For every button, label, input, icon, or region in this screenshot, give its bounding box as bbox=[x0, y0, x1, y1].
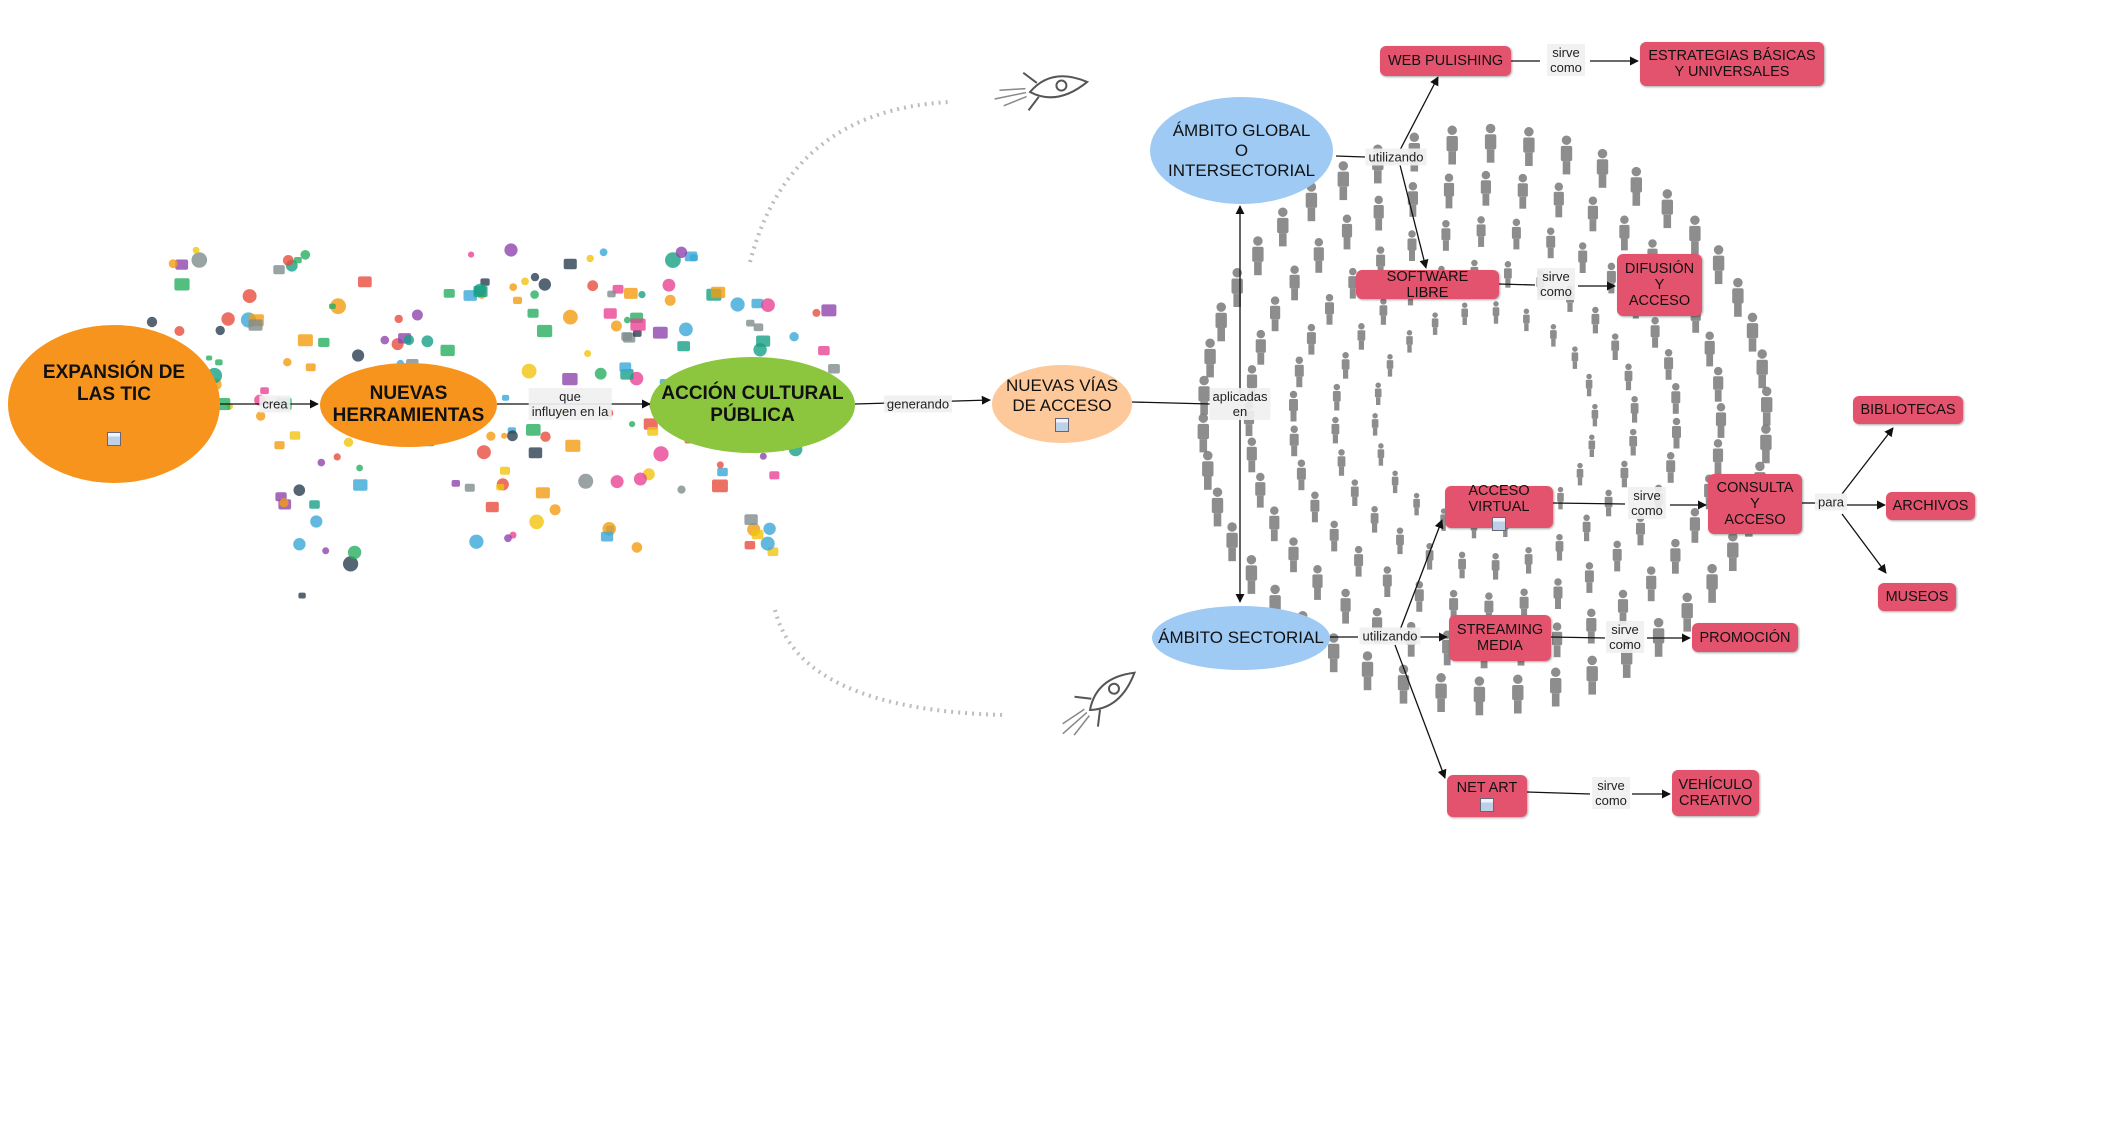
node-museos[interactable]: MUSEOS bbox=[1878, 583, 1956, 611]
node-streaming-media-label: STREAMING MEDIA bbox=[1456, 622, 1544, 654]
node-promocion[interactable]: PROMOCIÓN bbox=[1692, 623, 1798, 652]
dotted-arc-bottom bbox=[773, 609, 1006, 717]
connectors bbox=[220, 56, 1894, 799]
node-software-libre-label: SOFTWARE LIBRE bbox=[1386, 268, 1469, 301]
link-to-web bbox=[1399, 76, 1439, 151]
node-nuevas-vias[interactable]: NUEVAS VÍAS DE ACCESO bbox=[992, 365, 1132, 443]
link-to-virtual bbox=[1399, 519, 1444, 631]
node-ambito-global[interactable]: ÁMBITO GLOBAL O INTERSECTORIAL bbox=[1150, 97, 1333, 204]
link-utilizando-global-in bbox=[1335, 155, 1366, 158]
resource-doc-icon[interactable] bbox=[1055, 418, 1069, 432]
link-label-generando: generando bbox=[883, 395, 953, 413]
link-label-crea: crea bbox=[259, 395, 291, 413]
link-para-museos bbox=[1841, 513, 1887, 574]
node-accion-cultural[interactable]: ACCIÓN CULTURAL PÚBLICA bbox=[650, 357, 855, 453]
node-museos-label: MUSEOS bbox=[1885, 589, 1949, 605]
link-label-para: para bbox=[1814, 493, 1848, 511]
node-accion-cultural-label: ACCIÓN CULTURAL PÚBLICA bbox=[661, 383, 844, 426]
link-label-influyen: que influyen en la bbox=[528, 388, 612, 420]
node-estrategias[interactable]: ESTRATEGIAS BÁSICAS Y UNIVERSALES bbox=[1640, 42, 1824, 86]
node-ambito-sectorial[interactable]: ÁMBITO SECTORIAL bbox=[1152, 606, 1330, 670]
node-streaming-media[interactable]: STREAMING MEDIA bbox=[1449, 615, 1551, 661]
node-difusion-acceso[interactable]: DIFUSIÓN Y ACCESO bbox=[1617, 254, 1702, 316]
link-label-sirve-virtual: sirve como bbox=[1628, 487, 1666, 519]
dotted-arc-top bbox=[748, 100, 951, 263]
link-to-netart bbox=[1394, 644, 1447, 779]
node-vehiculo-creativo[interactable]: VEHÍCULO CREATIVO bbox=[1672, 770, 1759, 816]
link-label-sirve-software: sirve como bbox=[1537, 268, 1575, 300]
resource-doc-icon[interactable] bbox=[1492, 517, 1506, 531]
node-vehiculo-creativo-label: VEHÍCULO CREATIVO bbox=[1678, 777, 1753, 809]
node-expansion-tic-label: EXPANSIÓN DE LAS TIC bbox=[42, 362, 186, 405]
node-acceso-virtual-label: ACCESO VIRTUAL bbox=[1468, 483, 1530, 515]
link-netart-sirve bbox=[1526, 791, 1591, 795]
link-to-software bbox=[1399, 164, 1429, 269]
rocket-icon bbox=[1062, 671, 1136, 736]
node-software-libre[interactable]: SOFTWARE LIBRE bbox=[1356, 268, 1499, 301]
node-web-pulishing-label: WEB PULISHING bbox=[1388, 53, 1504, 69]
node-acceso-virtual[interactable]: ACCESO VIRTUAL bbox=[1445, 483, 1553, 531]
node-difusion-acceso-label: DIFUSIÓN Y ACCESO bbox=[1624, 261, 1695, 309]
node-promocion-label: PROMOCIÓN bbox=[1699, 629, 1791, 646]
node-bibliotecas-label: BIBLIOTECAS bbox=[1860, 402, 1956, 418]
node-nuevas-vias-label: NUEVAS VÍAS DE ACCESO bbox=[1005, 376, 1119, 415]
rocket-icon bbox=[994, 71, 1090, 111]
node-ambito-global-label: ÁMBITO GLOBAL O INTERSECTORIAL bbox=[1167, 120, 1316, 180]
link-aplicadas-in bbox=[1131, 401, 1211, 405]
node-ambito-sectorial-label: ÁMBITO SECTORIAL bbox=[1158, 628, 1324, 647]
node-expansion-tic[interactable]: EXPANSIÓN DE LAS TIC bbox=[8, 325, 220, 483]
node-consulta-acceso-label: CONSULTA Y ACCESO bbox=[1716, 480, 1794, 528]
link-virtual-sirve bbox=[1552, 502, 1626, 505]
link-para-bibliotecas bbox=[1841, 427, 1894, 495]
node-nuevas-herramientas[interactable]: NUEVAS HERRAMIENTAS bbox=[320, 363, 497, 447]
resource-doc-icon[interactable] bbox=[1480, 798, 1494, 812]
node-net-art-label: NET ART bbox=[1456, 780, 1518, 796]
node-bibliotecas[interactable]: BIBLIOTECAS bbox=[1853, 396, 1963, 424]
node-net-art[interactable]: NET ART bbox=[1447, 775, 1527, 817]
node-nuevas-herramientas-label: NUEVAS HERRAMIENTAS bbox=[332, 383, 485, 426]
node-web-pulishing[interactable]: WEB PULISHING bbox=[1380, 46, 1512, 76]
link-streaming-sirve bbox=[1550, 636, 1606, 639]
node-archivos[interactable]: ARCHIVOS bbox=[1886, 492, 1975, 520]
link-label-sirve-web: sirve como bbox=[1547, 44, 1585, 76]
link-label-utilizando-global: utilizando bbox=[1365, 148, 1427, 166]
link-label-sirve-net: sirve como bbox=[1592, 777, 1630, 809]
link-software-sirve bbox=[1498, 283, 1536, 286]
node-archivos-label: ARCHIVOS bbox=[1892, 498, 1969, 514]
link-label-sirve-streaming: sirve como bbox=[1606, 621, 1644, 653]
link-label-aplicadas: aplicadas en bbox=[1209, 388, 1271, 420]
node-estrategias-label: ESTRATEGIAS BÁSICAS Y UNIVERSALES bbox=[1648, 48, 1816, 80]
resource-doc-icon[interactable] bbox=[107, 432, 121, 446]
node-consulta-acceso[interactable]: CONSULTA Y ACCESO bbox=[1708, 474, 1802, 534]
link-label-utilizando-sectorial: utilizando bbox=[1359, 627, 1421, 645]
